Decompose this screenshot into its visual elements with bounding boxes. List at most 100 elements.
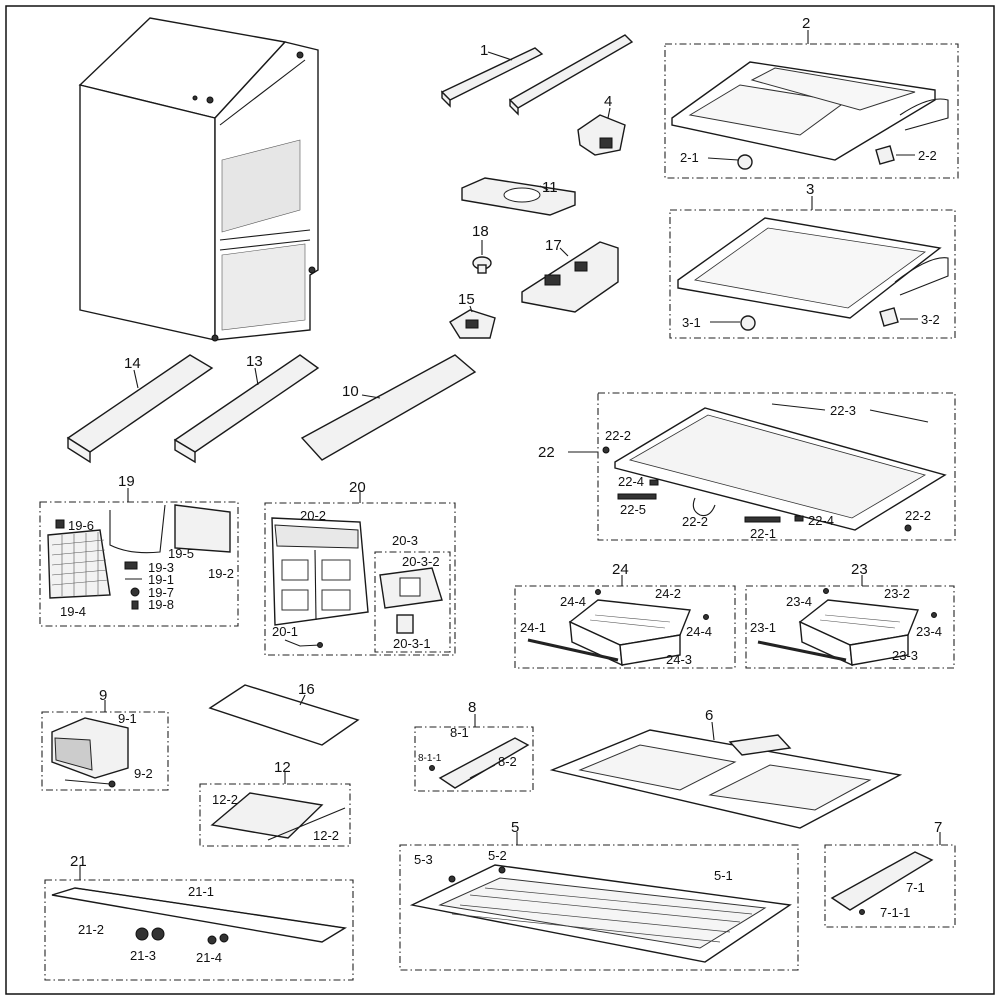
label-20-2: 20-2 — [300, 508, 326, 523]
group-12-box — [199, 783, 351, 847]
part-1-rails: 1 — [440, 34, 634, 116]
group-8-box — [414, 726, 534, 792]
label-19-1: 19-1 — [148, 572, 174, 587]
label-5: 5 — [511, 819, 519, 836]
label-22-3: 22-3 — [830, 403, 856, 418]
label-23-3: 23-3 — [892, 648, 918, 663]
label-19-7: 19-7 — [148, 585, 174, 600]
label-8: 8 — [468, 699, 476, 716]
label-23-4-a: 23-4 — [786, 594, 812, 609]
label-19-2: 19-2 — [208, 566, 234, 581]
label-20-3-2: 20-3-2 — [402, 554, 440, 569]
label-20-3: 20-3 — [392, 533, 418, 548]
label-8-2: 8-2 — [498, 754, 517, 769]
label-22-4-b: 22-4 — [808, 513, 834, 528]
label-21-1: 21-1 — [188, 884, 214, 899]
label-20-3-1: 20-3-1 — [393, 636, 431, 651]
label-24-4-a: 24-4 — [560, 594, 586, 609]
label-16: 16 — [298, 681, 315, 698]
label-22-4-a: 22-4 — [618, 474, 644, 489]
label-21-3: 21-3 — [130, 948, 156, 963]
label-22-5: 22-5 — [620, 502, 646, 517]
label-4: 4 — [604, 93, 612, 110]
part-15: 15 — [449, 291, 496, 339]
label-22-1: 22-1 — [750, 526, 776, 541]
group-23-box — [745, 585, 955, 669]
label-1: 1 — [480, 42, 488, 59]
part-6: 6 — [549, 707, 903, 829]
label-12-2-a: 12-2 — [212, 792, 238, 807]
label-19-4: 19-4 — [60, 604, 86, 619]
part-13: 13 — [173, 353, 320, 464]
part-7-1 — [830, 851, 934, 911]
label-23-2: 23-2 — [884, 586, 910, 601]
part-16: 16 — [208, 681, 360, 746]
label-3: 3 — [806, 181, 814, 198]
label-15: 15 — [458, 291, 475, 308]
label-19-3: 19-3 — [148, 560, 174, 575]
part-4: 4 — [577, 93, 626, 156]
label-19-5: 19-5 — [168, 546, 194, 561]
label-7-1-1: 7-1-1 — [880, 905, 910, 920]
group-2-box — [664, 43, 959, 179]
label-21-2: 21-2 — [78, 922, 104, 937]
label-21: 21 — [70, 853, 87, 870]
group-3-box — [669, 209, 956, 339]
label-21-4: 21-4 — [196, 950, 222, 965]
group-24-box — [514, 585, 736, 669]
drawer-24 — [568, 599, 691, 667]
drawer-23 — [798, 599, 919, 667]
part-12 — [210, 792, 324, 839]
shelf-2 — [671, 61, 949, 161]
shelf-3 — [677, 217, 949, 319]
group-20-3-box — [374, 551, 451, 653]
part-2-2-bracket — [875, 145, 895, 165]
label-10: 10 — [342, 383, 359, 400]
group-20-box — [264, 502, 456, 656]
part-9-1 — [51, 717, 129, 779]
label-24-3: 24-3 — [666, 652, 692, 667]
part-3-2-bracket — [879, 307, 899, 327]
label-24-2: 24-2 — [655, 586, 681, 601]
label-23: 23 — [851, 561, 868, 578]
part-8-1 — [438, 737, 530, 789]
label-9: 9 — [99, 687, 107, 704]
tray-5-1 — [409, 864, 792, 963]
refrigerator-cabinet — [78, 17, 319, 342]
label-3-1: 3-1 — [682, 315, 701, 330]
label-14: 14 — [124, 355, 141, 372]
label-8-1: 8-1 — [450, 725, 469, 740]
label-17: 17 — [545, 237, 562, 254]
label-5-2: 5-2 — [488, 848, 507, 863]
label-19: 19 — [118, 473, 135, 490]
label-24-4-b: 24-4 — [686, 624, 712, 639]
label-24-1: 24-1 — [520, 620, 546, 635]
part-10: 10 — [300, 354, 477, 461]
label-22-2-a: 22-2 — [605, 428, 631, 443]
label-11: 11 — [542, 179, 558, 196]
label-23-1: 23-1 — [750, 620, 776, 635]
group-19-box — [39, 501, 239, 627]
label-20-1: 20-1 — [272, 624, 298, 639]
group-5-box — [399, 844, 799, 971]
label-7: 7 — [934, 819, 942, 836]
part-2-1-roller — [737, 154, 753, 170]
label-5-3: 5-3 — [414, 852, 433, 867]
label-12: 12 — [274, 759, 291, 776]
part-19-6 — [55, 519, 65, 529]
label-5-1: 5-1 — [714, 868, 733, 883]
part-11: 11 — [461, 177, 576, 216]
shelf-22 — [614, 407, 947, 531]
part-14: 14 — [66, 354, 214, 464]
evaporator-19-4 — [47, 529, 111, 599]
label-22-2-c: 22-2 — [905, 508, 931, 523]
label-8-1-1: 8-1-1 — [418, 753, 442, 764]
label-24: 24 — [612, 561, 629, 578]
label-9-1: 9-1 — [118, 711, 137, 726]
cover-20 — [271, 517, 369, 626]
label-22: 22 — [538, 444, 555, 461]
label-19-6: 19-6 — [68, 518, 94, 533]
label-9-2: 9-2 — [134, 766, 153, 781]
group-21-box — [44, 879, 354, 981]
